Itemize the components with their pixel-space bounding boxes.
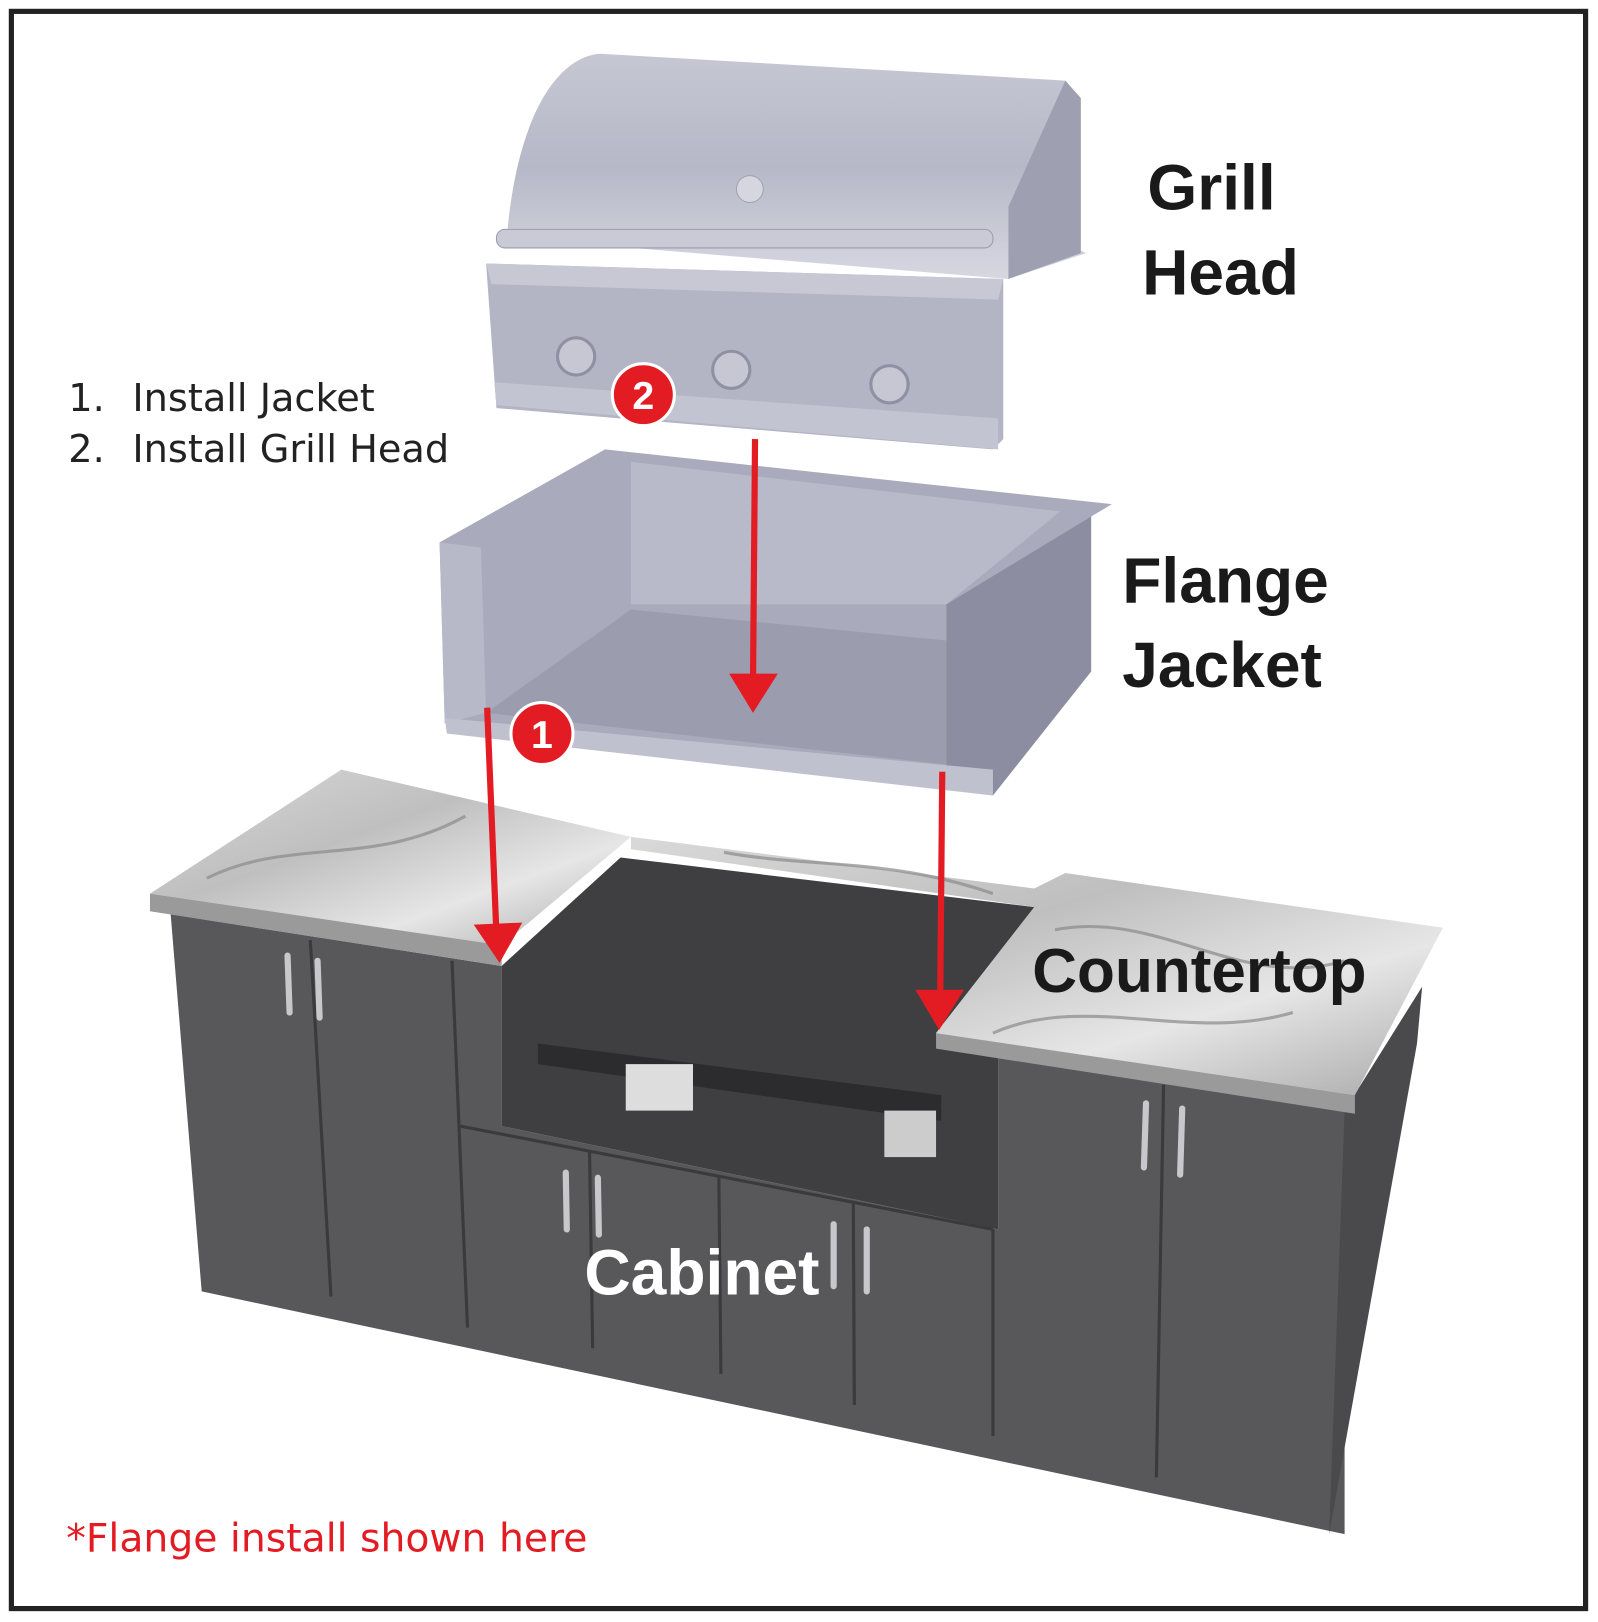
step-text: Install Grill Head [132,428,449,472]
badge-step-1: 1 [509,700,575,767]
svg-text:1: 1 [531,713,553,757]
label-cabinet: Cabinet [584,1237,819,1309]
arrow-grill-to-jacket [749,439,759,688]
cabinet [170,857,1423,1535]
step-text: Install Jacket [132,377,374,421]
arrow-jacket-right [937,771,946,1001]
badge-step-2: 2 [610,362,676,428]
arrow-jacket-left [484,707,500,936]
install-arrows [473,439,964,1031]
step-number: 2. [68,428,105,472]
label-countertop: Countertop [1032,937,1366,1006]
flange-note: *Flange install shown here [66,1517,587,1562]
label-grill-head: Grill Head [1142,152,1299,309]
countertop [149,769,1443,1114]
steps-list: 1. Install Jacket 2. Install Grill Head [68,377,449,472]
label-flange-jacket: Flange Jacket [1122,544,1346,701]
flange-jacket [439,449,1112,796]
step-number: 1. [68,377,105,421]
svg-text:2: 2 [632,374,654,418]
